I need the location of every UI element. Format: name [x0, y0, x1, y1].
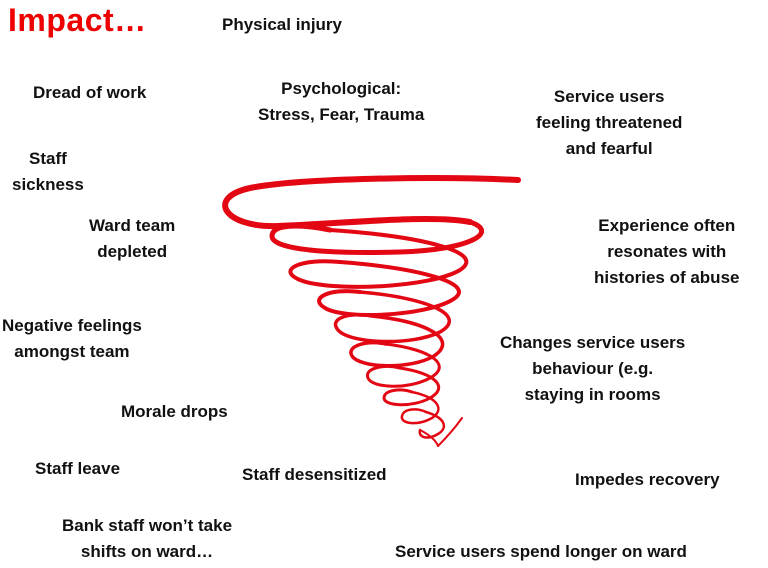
label-bank-staff: Bank staff won’t take shifts on ward…: [62, 516, 233, 561]
label-negative-feelings: Negative feelings amongst team: [2, 316, 142, 361]
label-dread-of-work: Dread of work: [33, 83, 147, 102]
label-longer-on-ward: Service users spend longer on ward: [395, 542, 687, 561]
label-staff-leave: Staff leave: [35, 459, 121, 478]
page-title: Impact…: [8, 2, 147, 38]
label-changes-behaviour: Changes service users behaviour (e.g. st…: [500, 333, 686, 404]
label-staff-desensitized: Staff desensitized: [242, 465, 387, 484]
label-ward-team-depleted: Ward team depleted: [89, 216, 176, 261]
label-impedes-recovery: Impedes recovery: [575, 470, 720, 489]
label-physical-injury: Physical injury: [222, 15, 342, 34]
label-morale-drops: Morale drops: [121, 402, 228, 421]
label-experience-resonates: Experience often resonates with historie…: [594, 216, 740, 287]
red-vortex-spiral-icon: [222, 175, 521, 447]
label-service-users-threatened: Service users feeling threatened and fea…: [536, 87, 683, 158]
label-staff-sickness: Staff sickness: [12, 149, 84, 194]
label-psychological: Psychological: Stress, Fear, Trauma: [258, 79, 425, 124]
